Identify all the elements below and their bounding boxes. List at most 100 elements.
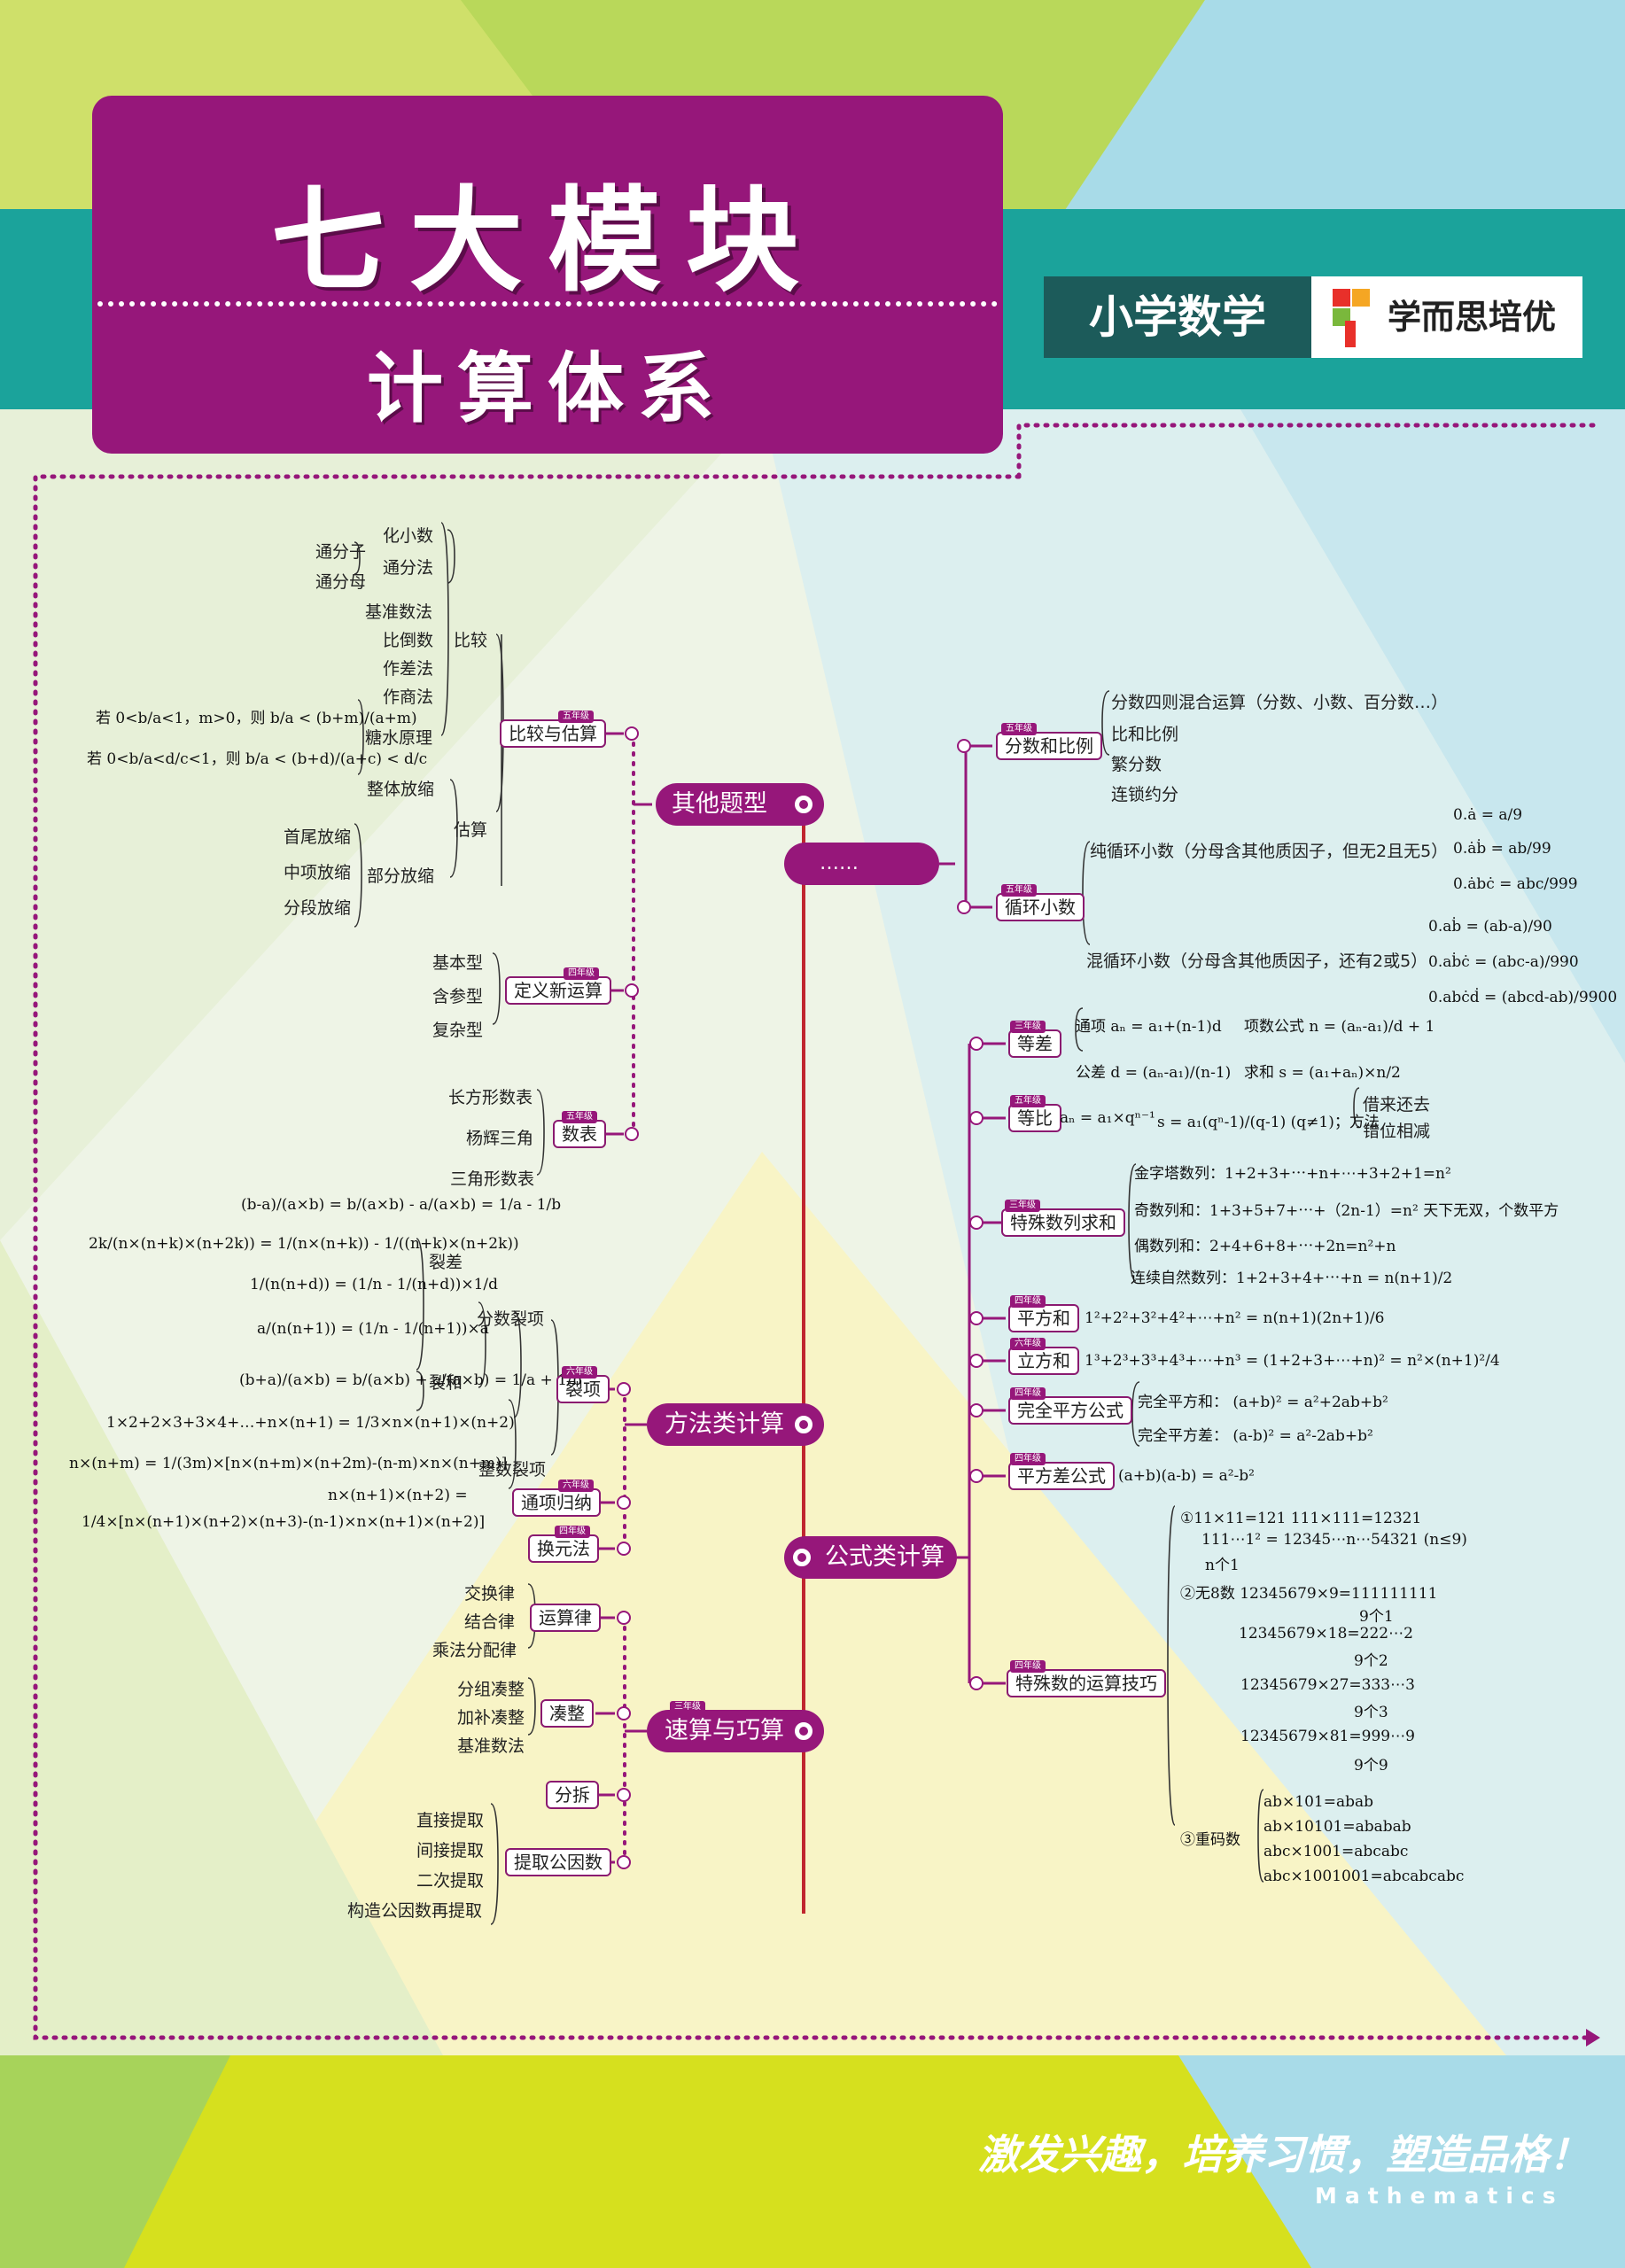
branch-other-label: 其他题型 (672, 790, 767, 818)
substitution-box[interactable]: 换元法 (528, 1534, 599, 1563)
geo-formula: aₙ = a₁×qⁿ⁻¹ (1060, 1109, 1155, 1127)
decompose-box[interactable]: 分拆 (546, 1781, 599, 1809)
perfect-formula: 完全平方和： (a+b)² = a²+2ab+b² (1138, 1394, 1388, 1411)
law-item: 交换律 (464, 1584, 516, 1604)
branch-speed-label: 速算与巧算 (665, 1717, 784, 1744)
laws-node-icon (617, 1611, 631, 1625)
specnum-line: ab×10101=ababab (1263, 1818, 1411, 1836)
round-item: 基准数法 (457, 1736, 525, 1756)
compare-grade-tag: 五年级 (558, 711, 594, 723)
specnum-line: 111⋯1² = 12345⋯n⋯54321 (n≤9) (1201, 1531, 1467, 1549)
mixed-formula: 0.abċḋ = (abcd-ab)/9900 (1428, 989, 1618, 1006)
speed-grade-tag: 三年级 (670, 1701, 705, 1713)
compare-label: 比较 (454, 631, 488, 650)
page-title: 七大模块 (270, 175, 824, 307)
specnum-node-icon (969, 1676, 984, 1690)
split-grade-tag: 六年级 (562, 1366, 597, 1379)
special-node-icon (969, 1216, 984, 1230)
specnum-line: ab×101=abab (1263, 1793, 1373, 1811)
perfect-grade-tag: 四年级 (1010, 1387, 1046, 1400)
factor-item: 二次提取 (416, 1871, 485, 1891)
specnum-line: 9个9 (1354, 1757, 1388, 1775)
common-factor-box[interactable]: 提取公因数 (505, 1848, 611, 1876)
compare-item: 化小数 (383, 526, 434, 546)
specnum-line: 12345679×81=999⋯9 (1240, 1728, 1415, 1745)
branch-hidden[interactable]: …… (784, 843, 939, 885)
compare-estimate-box[interactable]: 比较与估算 (500, 719, 606, 748)
round-box[interactable]: 凑整 (540, 1699, 594, 1728)
sugar-formula: 若 0<b/a<d/c<1，则 b/a < (b+d)/(a+c) < d/c (87, 750, 428, 768)
law-item: 乘法分配律 (432, 1641, 517, 1660)
law-item: 结合律 (464, 1612, 516, 1632)
partial-item: 中项放缩 (284, 863, 352, 882)
factor-item: 直接提取 (416, 1811, 485, 1830)
table-item: 长方形数表 (448, 1088, 533, 1107)
compare-item: 作商法 (383, 687, 434, 707)
footer-slogan: 激发兴趣，培养习惯，塑造品格！ (978, 2131, 1590, 2179)
geo-formula: s = a₁(qⁿ-1)/(q-1) (q≠1)；方法 (1157, 1114, 1380, 1131)
number-table-box[interactable]: 数表 (553, 1120, 606, 1148)
general-term-grade-tag: 六年级 (558, 1480, 594, 1492)
branch-other-ring-icon (790, 791, 817, 818)
define-operation-box[interactable]: 定义新运算 (505, 976, 611, 1005)
brand-logo: 学而思培优 (1311, 276, 1582, 358)
table-item: 三角形数表 (450, 1169, 535, 1189)
define-item: 复杂型 (432, 1021, 484, 1040)
specnum-line: 9个3 (1354, 1704, 1388, 1721)
geo-node-icon (969, 1111, 984, 1125)
arithmetic-box[interactable]: 等差 (1008, 1029, 1061, 1058)
mixed-repeating-label: 混循环小数（分母含其他质因子，还有2或5） (1086, 951, 1428, 971)
perfect-square-box[interactable]: 完全平方公式 (1008, 1396, 1132, 1425)
brand-name: 学而思培优 (1388, 298, 1557, 337)
split-formula: n×(n+m) = 1/(3m)×[n×(n+m)×(n+2m)-(n-m)×n… (69, 1455, 508, 1472)
round-node-icon (617, 1706, 631, 1720)
operation-laws-box[interactable]: 运算律 (530, 1604, 601, 1632)
arith-node-icon (969, 1037, 984, 1051)
round-item: 加补凑整 (457, 1708, 525, 1728)
pure-formula: 0.ȧ = a/9 (1453, 806, 1523, 824)
specnum-line: abc×1001001=abcabcabc (1263, 1868, 1465, 1885)
geo-method: 错位相减 (1363, 1122, 1431, 1141)
define-item: 含参型 (432, 987, 484, 1006)
define-item: 基本型 (432, 953, 484, 973)
special-number-box[interactable]: 特殊数的运算技巧 (1007, 1669, 1166, 1697)
square-sum-box[interactable]: 平方和 (1008, 1304, 1079, 1332)
repeating-decimal-box[interactable]: 循环小数 (996, 893, 1085, 921)
sugar-formula: 若 0<b/a<1，m>0，则 b/a < (b+m)/(a+m) (96, 710, 417, 727)
specnum-line: 12345679×18=222⋯2 (1239, 1625, 1413, 1643)
estimate-item: 部分放缩 (367, 866, 435, 886)
compare-item: 基准数法 (365, 602, 433, 622)
pure-repeating-label: 纯循环小数（分母含其他质因子，但无2且无5） (1090, 842, 1449, 861)
split-formula: n×(n+1)×(n+2) = (328, 1487, 468, 1504)
cube-sum-box[interactable]: 立方和 (1008, 1347, 1079, 1375)
general-term-box[interactable]: 通项归纳 (512, 1488, 601, 1517)
perfect-node-icon (969, 1403, 984, 1418)
geometric-box[interactable]: 等比 (1008, 1104, 1061, 1132)
split-node-icon (617, 1382, 631, 1396)
arith-formula: 公差 d = (aₙ-a₁)/(n-1) (1076, 1064, 1232, 1082)
branch-hidden-label: …… (820, 852, 859, 874)
special-formula: 偶数列和：2+4+6+8+⋯+2n=n²+n (1134, 1238, 1396, 1255)
special-formula: 连续自然数列：1+2+3+4+⋯+n = n(n+1)/2 (1131, 1270, 1453, 1287)
fraction-item: 分数四则混合运算（分数、小数、百分数…） (1111, 693, 1449, 712)
specnum-line: ③重码数 (1180, 1831, 1240, 1849)
fraction-item: 繁分数 (1111, 755, 1162, 774)
cube-node-icon (969, 1354, 984, 1368)
estimate-item: 整体放缩 (367, 780, 435, 799)
specnum-line: 9个1 (1359, 1608, 1394, 1626)
fraction-node-icon (957, 739, 971, 753)
partial-item: 首尾放缩 (284, 827, 352, 847)
special-series-box[interactable]: 特殊数列求和 (1001, 1208, 1125, 1237)
split-formula: 1/(n(n+d)) = (1/n - 1/(n+d))×1/d (250, 1276, 499, 1293)
fraction-ratio-box[interactable]: 分数和比例 (996, 732, 1102, 760)
specnum-line: abc×1001=abcabc (1263, 1843, 1409, 1860)
table-grade-tag: 五年级 (562, 1111, 597, 1123)
general-term-node-icon (617, 1495, 631, 1510)
tongfen-item: 通分子 (315, 542, 367, 562)
special-formula: 奇数列和：1+3+5+7+⋯+（2n-1）=n² 天下无双，个数平方 (1134, 1202, 1559, 1220)
specnum-line: ②无8数 12345679×9=111111111 (1180, 1585, 1438, 1603)
square-diff-box[interactable]: 平方差公式 (1008, 1462, 1115, 1490)
compare-item: 比倒数 (383, 631, 434, 650)
split-formula: 2k/(n×(n+k)×(n+2k)) = 1/(n×(n+k)) - 1/((… (89, 1235, 519, 1253)
grade-label: 小学数学 (1044, 276, 1311, 358)
